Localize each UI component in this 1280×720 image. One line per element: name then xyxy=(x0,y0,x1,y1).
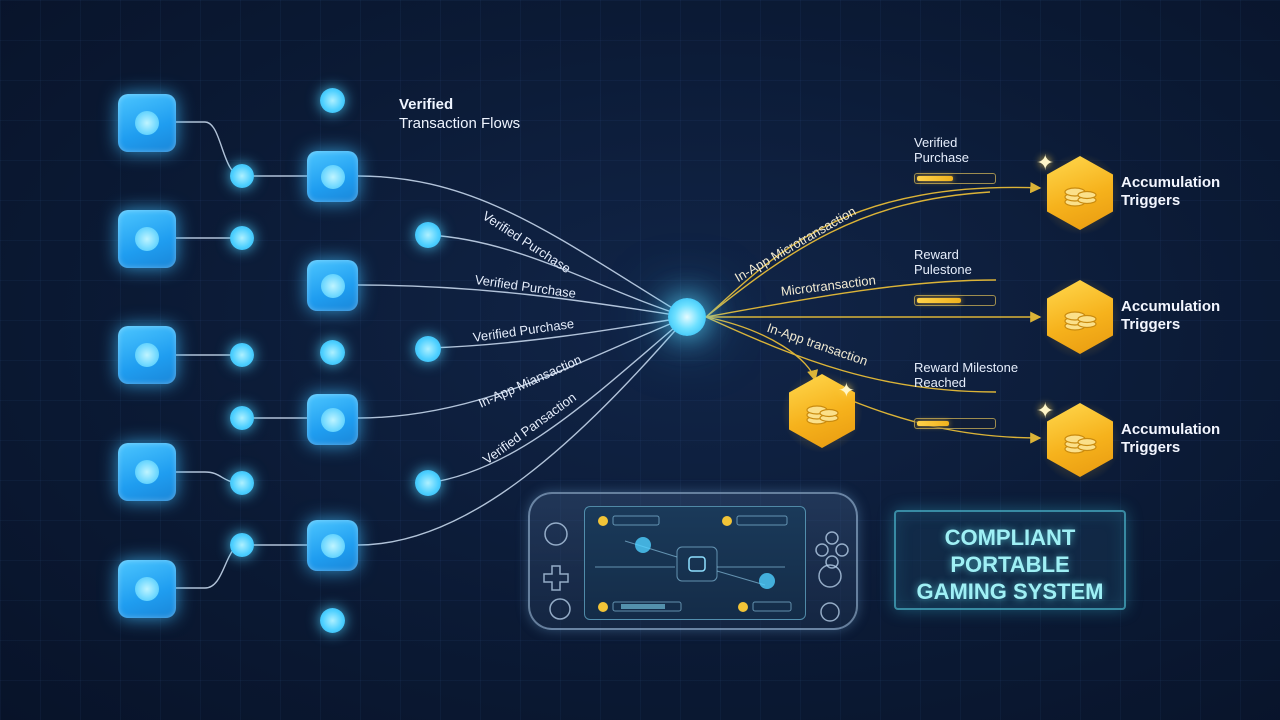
reward-label-line1: Reward xyxy=(914,247,959,262)
flow-line xyxy=(427,316,688,484)
coin-stack-icon xyxy=(1064,187,1097,207)
reward-label-line1: Reward Milestone xyxy=(914,360,1019,375)
relay-dot xyxy=(320,608,345,633)
console-controls xyxy=(543,522,849,622)
source-node xyxy=(118,326,176,384)
gold-flow-line xyxy=(705,316,819,382)
progress-bar xyxy=(914,418,996,429)
sparkle-icon: ✦ xyxy=(1036,398,1055,423)
flow-dot xyxy=(415,470,441,496)
coin-stack-icon xyxy=(1064,311,1097,331)
source-node xyxy=(118,560,176,618)
gold-flow-line xyxy=(705,191,991,318)
relay-dot xyxy=(320,88,345,113)
junction-dot xyxy=(230,343,254,367)
screen-graphics xyxy=(595,515,792,612)
reward-hex-node xyxy=(1047,403,1113,477)
accumulation-label-line2: Triggers xyxy=(1121,192,1181,209)
reward-hex-node xyxy=(1047,280,1113,354)
source-node xyxy=(118,94,176,152)
reward-label-line2: Reached xyxy=(914,375,967,390)
source-node xyxy=(118,210,176,268)
accumulation-label-line2: Triggers xyxy=(1121,439,1181,456)
flow-dot xyxy=(415,222,441,248)
relay-node xyxy=(307,520,358,571)
flow-line xyxy=(357,284,688,318)
relay-node xyxy=(307,151,358,202)
flow-line xyxy=(357,316,688,419)
diagram-title-line2: Transaction Flows xyxy=(399,115,521,132)
flow-line xyxy=(357,316,688,546)
relay-node xyxy=(307,260,358,311)
relay-node xyxy=(307,394,358,445)
junction-dot xyxy=(230,471,254,495)
accumulation-label-line1: Accumulation xyxy=(1121,174,1221,191)
flow-line xyxy=(427,316,688,349)
handheld-console-icon xyxy=(528,492,858,630)
system-title: COMPLIANT PORTABLE GAMING SYSTEM xyxy=(916,525,1104,604)
diagram-title-line1: Verified xyxy=(399,96,454,113)
gold-flow-line xyxy=(705,279,997,318)
console-screen xyxy=(584,506,806,620)
flow-line xyxy=(357,175,688,318)
central-hub-node xyxy=(668,298,706,336)
gold-flow-line xyxy=(705,316,997,393)
gold-flow-line xyxy=(705,182,1042,318)
accumulation-label-line2: Triggers xyxy=(1121,316,1181,333)
reward-label-line2: Purchase xyxy=(914,150,969,165)
junction-dot xyxy=(230,406,254,430)
progress-bar xyxy=(914,173,996,184)
reward-label-line1: Verified xyxy=(914,135,958,150)
accumulation-label-line1: Accumulation xyxy=(1121,298,1221,315)
junction-dot xyxy=(230,226,254,250)
reward-label-line2: Pulestone xyxy=(914,262,972,277)
accumulation-label-line1: Accumulation xyxy=(1121,421,1221,438)
sparkle-icon: ✦ xyxy=(838,380,855,402)
junction-dot xyxy=(230,533,254,557)
junction-dot xyxy=(230,164,254,188)
source-node xyxy=(118,443,176,501)
coin-stack-icon xyxy=(806,405,839,425)
flow-dot xyxy=(415,336,441,362)
sparkle-icon: ✦ xyxy=(1036,150,1055,175)
relay-dot xyxy=(320,340,345,365)
reward-hex-node xyxy=(789,374,855,448)
flow-line xyxy=(427,234,688,318)
coin-stack-icon xyxy=(1064,434,1097,454)
progress-bar xyxy=(914,295,996,306)
system-title-box: COMPLIANT PORTABLE GAMING SYSTEM xyxy=(894,510,1126,610)
